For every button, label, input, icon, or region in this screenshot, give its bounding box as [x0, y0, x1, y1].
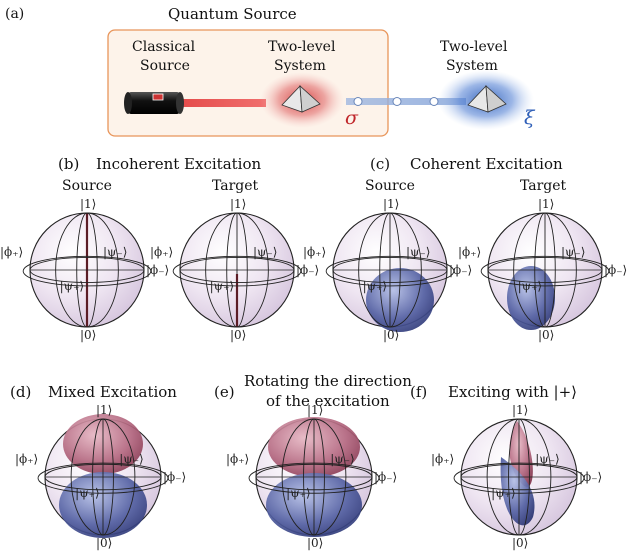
f-plus-ket-phi-plus: |ϕ₊⟩	[431, 452, 455, 466]
f-plus-ket-1: |1⟩	[512, 403, 529, 417]
panel-b-title: Incoherent Excitation	[96, 155, 262, 173]
c-source-ket-phi-plus: |ϕ₊⟩	[303, 245, 327, 259]
sigma-symbol: σ	[345, 107, 358, 129]
f-plus-ket-psi-minus: |ψ₋⟩	[535, 452, 560, 466]
b-target-ket-phi-minus: |ϕ₋⟩	[296, 263, 320, 277]
f-blue-shape	[500, 457, 535, 526]
classical-source-label-2: Source	[140, 58, 190, 74]
b-target-ket-psi-minus: |ψ₋⟩	[252, 245, 278, 259]
c-source-ket-1: |1⟩	[383, 197, 400, 211]
panel-d-title: Mixed Excitation	[48, 383, 177, 401]
fiber-node-2	[392, 97, 402, 106]
panel-e-tag: (e)	[214, 383, 235, 401]
b-source-ket-phi-plus: |ϕ₊⟩	[0, 245, 24, 259]
c-target-blue-ellipsoid	[507, 266, 555, 330]
c-source-ket-psi-minus: |ψ₋⟩	[405, 245, 431, 259]
d-mixed-ket-phi-minus: |ϕ₋⟩	[163, 470, 187, 484]
b-target-ket-1: |1⟩	[230, 197, 247, 211]
b-source-ket-0: |0⟩	[80, 328, 97, 342]
e-rotated-ket-phi-minus: |ϕ₋⟩	[374, 470, 398, 484]
fiber-channel	[346, 98, 466, 105]
b-source-ket-1: |1⟩	[80, 197, 97, 211]
laser-beam	[182, 99, 266, 107]
c-target-ket-psi-minus: |ψ₋⟩	[560, 245, 586, 259]
b-target-ket-phi-plus: |ϕ₊⟩	[150, 245, 174, 259]
panel-c-tag: (c)	[370, 155, 391, 173]
fiber-node-1	[353, 97, 363, 106]
panel-b-target-label: Target	[212, 178, 259, 194]
e-rotated-ket-phi-plus: |ϕ₊⟩	[226, 452, 250, 466]
d-mixed-ket-psi-plus: |ψ₊⟩	[75, 486, 100, 500]
laser-source-icon	[124, 92, 184, 114]
c-source-outer-ring	[325, 255, 455, 287]
b-source-ket-phi-minus: |ϕ₋⟩	[146, 263, 170, 277]
c-target-ket-phi-minus: |ϕ₋⟩	[604, 263, 628, 277]
e-rotated-ket-psi-minus: |ψ₋⟩	[330, 452, 355, 466]
pyramid-icon-1	[281, 85, 321, 113]
b-target-ket-0: |0⟩	[230, 328, 247, 342]
b-source-ket-psi-plus: |ψ₊⟩	[59, 279, 85, 293]
classical-source-label-1: Classical	[132, 39, 196, 55]
xi-symbol: ξ	[524, 107, 535, 129]
pyramid-icon-2	[467, 85, 507, 113]
d-mixed-ket-psi-minus: |ψ₋⟩	[119, 452, 144, 466]
panel-c-source-label: Source	[365, 178, 415, 194]
f-plus-ket-psi-plus: |ψ₊⟩	[491, 486, 516, 500]
c-target-ket-psi-plus: |ψ₊⟩	[517, 279, 543, 293]
e-rotated-ket-1: |1⟩	[307, 403, 324, 417]
panel-b-tag: (b)	[58, 155, 80, 173]
c-target-ket-1: |1⟩	[538, 197, 555, 211]
panel-a: (a) Quantum Source	[0, 0, 631, 150]
c-source-ket-phi-minus: |ϕ₋⟩	[449, 263, 473, 277]
panel-a-diagram	[107, 29, 534, 137]
fiber-node-3	[429, 97, 439, 106]
two-level-system-1-label-2: System	[274, 58, 326, 74]
d-mixed-outer-ring	[37, 462, 169, 494]
panel-f-tag: (f)	[410, 383, 428, 401]
two-level-system-2-label-2: System	[446, 58, 498, 74]
two-level-system-2-label-1: Two-level	[440, 39, 508, 55]
e-rotated-ket-psi-plus: |ψ₊⟩	[286, 486, 311, 500]
c-source-blue-ellipsoid	[366, 268, 434, 332]
c-source-ket-psi-plus: |ψ₊⟩	[362, 279, 388, 293]
d-mixed-ket-phi-plus: |ϕ₊⟩	[15, 452, 39, 466]
panel-e-title-1: Rotating the direction	[244, 372, 412, 390]
c-source-ket-0: |0⟩	[383, 328, 400, 342]
panel-a-tag: (a)	[5, 6, 25, 22]
two-level-system-1-label-1: Two-level	[268, 39, 336, 55]
e-rotated-outer-ring	[248, 462, 380, 494]
f-plus-outer-ring	[453, 462, 585, 494]
panel-c-target-label: Target	[520, 178, 567, 194]
b-source-ket-psi-minus: |ψ₋⟩	[102, 245, 128, 259]
b-target-ket-psi-plus: |ψ₊⟩	[209, 279, 235, 293]
d-mixed-ket-1: |1⟩	[96, 403, 113, 417]
c-target-ket-0: |0⟩	[538, 328, 555, 342]
panel-e-title-2: of the excitation	[266, 392, 390, 410]
b-source-outer-ring	[22, 255, 152, 287]
c-target-outer-ring	[480, 255, 610, 287]
panel-d-tag: (d)	[10, 383, 32, 401]
d-mixed-ket-0: |0⟩	[96, 536, 113, 550]
panel-c-title: Coherent Excitation	[410, 155, 563, 173]
b-target-outer-ring	[172, 255, 302, 287]
f-plus-ket-0: |0⟩	[512, 536, 529, 550]
quantum-source-title: Quantum Source	[168, 5, 297, 23]
e-rotated-ket-0: |0⟩	[307, 536, 324, 550]
c-target-ket-phi-plus: |ϕ₊⟩	[458, 245, 482, 259]
panel-f-title: Exciting with |+⟩	[448, 383, 578, 401]
f-plus-ket-phi-minus: |ϕ₋⟩	[579, 470, 603, 484]
panel-b-source-label: Source	[62, 178, 112, 194]
